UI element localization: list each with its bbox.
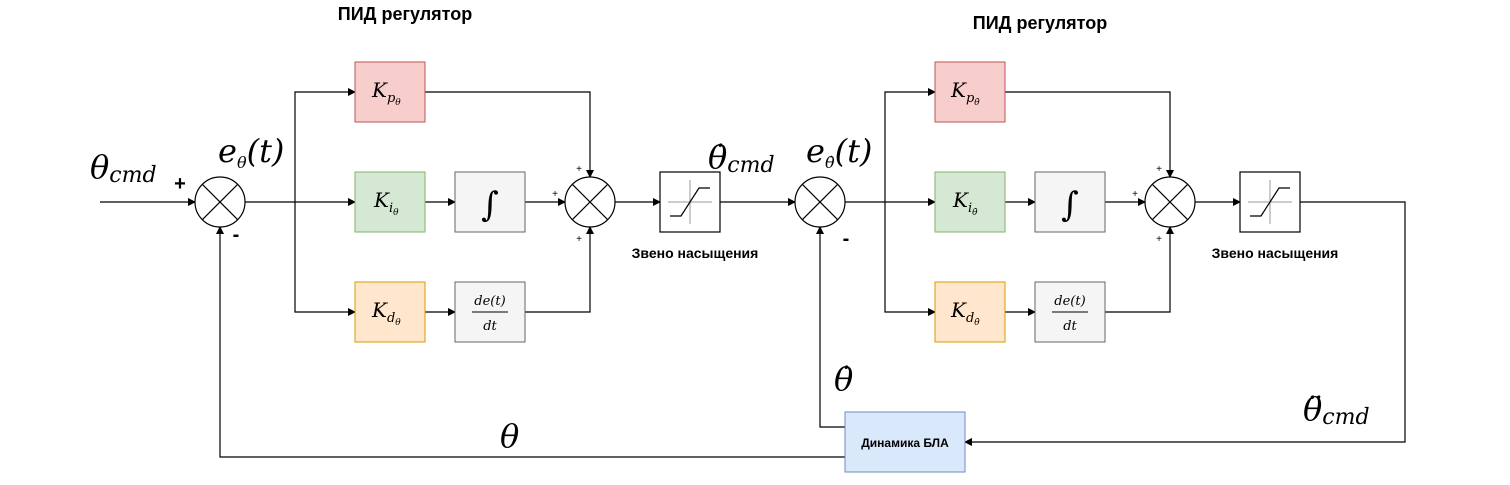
thetadot-feedback-label: θ̇ — [834, 360, 853, 398]
svg-text:Kpθ: Kpθ — [371, 78, 401, 108]
saturation-curve-icon — [670, 187, 710, 217]
derivative-numerator: de(t) — [474, 294, 505, 309]
derivative-denominator: dt — [1063, 319, 1077, 334]
thetadot-cmd-label: θ̇cmd — [708, 138, 775, 178]
sum-junction-outer-error — [194, 176, 246, 228]
sum-junction-inner-pid — [1144, 176, 1196, 228]
saturation-caption-outer: Звено насыщения — [632, 245, 759, 261]
plant-label: Динамика БЛА — [861, 436, 949, 450]
saturation-inner-block — [1239, 171, 1301, 233]
derivative-denominator: dt — [483, 319, 497, 334]
kp-theta-block: Kpθ — [354, 61, 426, 123]
plus-sign-small: + — [576, 234, 582, 245]
kp-thetadot-block: Kpθ̇ — [934, 61, 1006, 123]
derivative-outer-block: de(t) dt — [454, 281, 526, 343]
theta-feedback-label: θ — [500, 417, 519, 455]
plus-sign-small: + — [576, 164, 582, 175]
ki-thetadot-block: Kiθ̇ — [934, 171, 1006, 233]
derivative-inner-block: de(t) dt — [1034, 281, 1106, 343]
sum-junction-outer-pid — [564, 176, 616, 228]
svg-text:Kpθ̇: Kpθ̇ — [950, 78, 980, 108]
theta-cmd-label: θcmd — [90, 148, 157, 188]
integral-symbol: ∫ — [481, 185, 499, 225]
plus-sign-small: + — [1132, 189, 1138, 200]
svg-text:Kdθ̇: Kdθ̇ — [950, 298, 980, 328]
sum-junction-inner-error — [794, 176, 846, 228]
e-thetadot-label: eθ̇(t) — [806, 132, 872, 172]
plus-sign-outer-ref: + — [174, 173, 186, 195]
saturation-caption-inner: Звено насыщения — [1212, 245, 1339, 261]
derivative-numerator: de(t) — [1054, 294, 1085, 309]
svg-text:Kdθ: Kdθ — [371, 298, 401, 328]
integrator-outer-block: ∫ — [454, 171, 526, 233]
svg-text:Kiθ: Kiθ — [373, 188, 399, 218]
svg-text:Kiθ̇: Kiθ̇ — [952, 188, 978, 218]
minus-sign-inner-fb: - — [843, 228, 850, 250]
kd-theta-block: Kdθ — [354, 281, 426, 343]
ki-theta-block: Kiθ — [354, 171, 426, 233]
plus-sign-small: + — [1156, 234, 1162, 245]
integral-symbol: ∫ — [1061, 185, 1079, 225]
inner-loop-wires — [816, 88, 1406, 446]
integrator-inner-block: ∫ — [1034, 171, 1106, 233]
uav-dynamics-block: Динамика БЛА — [844, 411, 966, 473]
plus-sign-small: + — [1156, 164, 1162, 175]
saturation-outer-block — [659, 171, 721, 233]
plus-sign-small: + — [552, 189, 558, 200]
pid-title-inner: ПИД регулятор — [973, 13, 1107, 33]
thetaddot-cmd-label: θ̈cmd — [1303, 390, 1370, 430]
pid-title-outer: ПИД регулятор — [338, 4, 472, 24]
minus-sign-outer-fb: - — [233, 224, 240, 246]
outer-loop-wires — [100, 88, 845, 458]
saturation-curve-icon — [1250, 187, 1290, 217]
e-theta-label: eθ(t) — [218, 132, 284, 172]
kd-thetadot-block: Kdθ̇ — [934, 281, 1006, 343]
